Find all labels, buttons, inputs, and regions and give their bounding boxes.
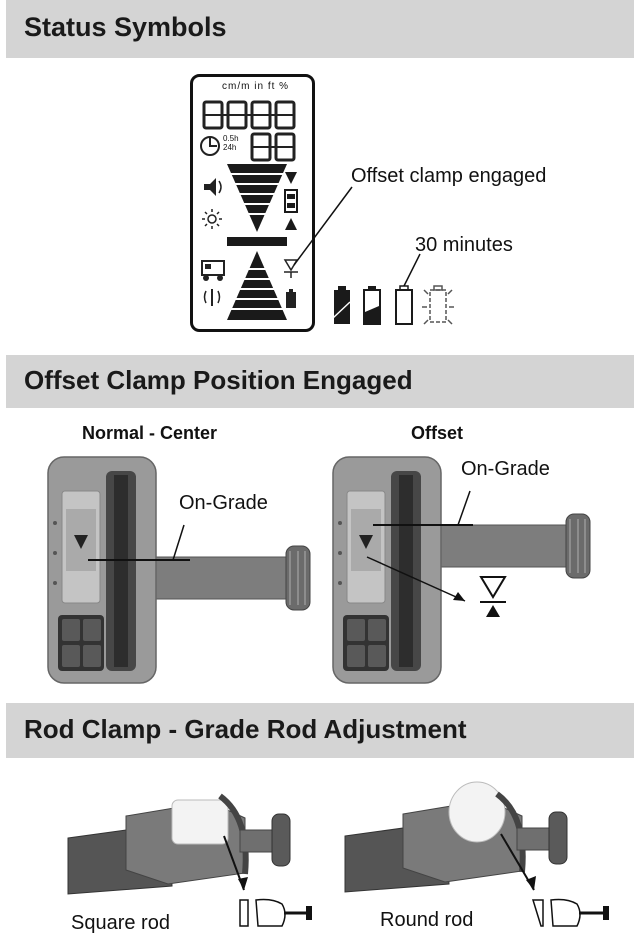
unit-labels: cm/m in ft % <box>222 81 289 92</box>
timer-label-half: 0.5h <box>223 134 239 143</box>
callout-line-offset <box>293 186 353 266</box>
receiver-normal-center <box>47 456 311 684</box>
lcd-display-diagram <box>190 74 315 332</box>
round-rod-label: Round rod <box>380 909 474 931</box>
callout-offset-clamp: Offset clamp engaged <box>351 165 547 187</box>
unit-in: in <box>254 81 265 92</box>
normal-center-title: Normal - Center <box>82 423 218 443</box>
square-rod-label: Square rod <box>71 912 170 934</box>
callout-30-minutes: 30 minutes <box>415 234 513 256</box>
section-title: Status Symbols <box>24 12 227 42</box>
section-header-offset: Offset Clamp Position Engaged <box>6 355 634 408</box>
section-header-status: Status Symbols <box>6 0 634 58</box>
on-grade-label-right: On-Grade <box>461 458 550 480</box>
unit-ft: ft <box>267 81 276 92</box>
offset-title: Offset <box>411 423 464 443</box>
receiver-offset <box>332 456 591 684</box>
timer-label-24: 24h <box>223 143 237 152</box>
unit-percent: % <box>279 81 290 92</box>
unit-cm: cm/m <box>222 81 251 92</box>
callout-line-30min <box>403 253 421 287</box>
section-title: Offset Clamp Position Engaged <box>24 365 413 395</box>
rod-clamp-round <box>344 781 609 927</box>
battery-icons <box>332 285 454 325</box>
section-title: Rod Clamp - Grade Rod Adjustment <box>24 714 467 744</box>
rod-clamp-square <box>67 793 312 927</box>
on-grade-label-left: On-Grade <box>179 492 268 514</box>
section-header-rod: Rod Clamp - Grade Rod Adjustment <box>6 703 634 758</box>
